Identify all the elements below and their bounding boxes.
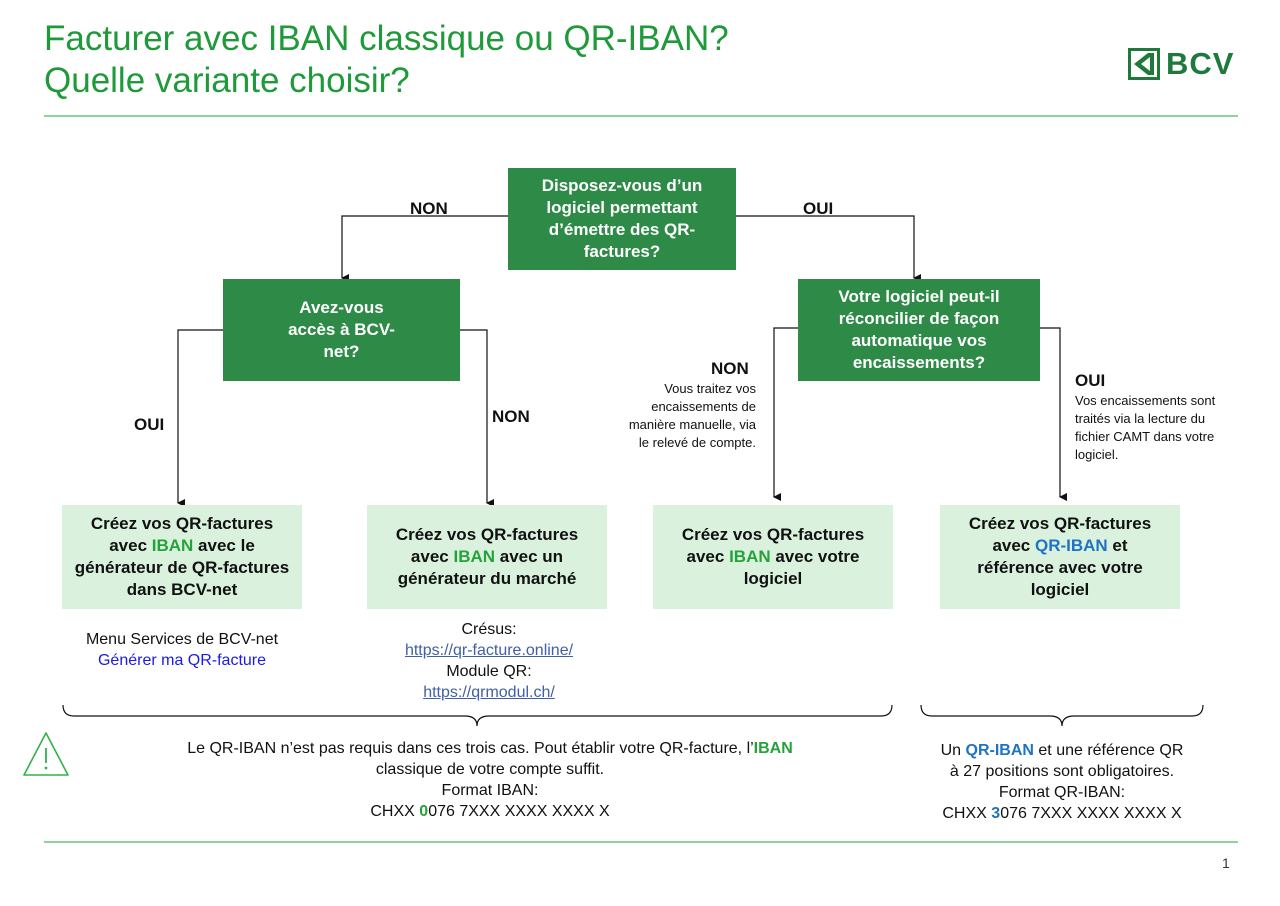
qrmodul-link[interactable]: https://qrmodul.ch/	[423, 684, 555, 701]
bcv-logo-text: BCV	[1166, 46, 1235, 81]
bcv-net-menu-text: Menu Services de BCV-net	[85, 631, 279, 648]
result-2-text-a: Créez vos QR-factures avec	[395, 525, 579, 566]
label-d1-yes: OUI	[803, 199, 834, 218]
result-own-software-qr-iban: Créez vos QR-factures avec QR-IBAN et ré…	[940, 505, 1180, 609]
title-line-2: Quelle variante choisir?	[44, 61, 410, 100]
decision-auto-reconcile-text: Votre logiciel peut-il réconcilier de fa…	[838, 287, 1000, 372]
qr-info-l1c: et une référence QR	[1033, 742, 1184, 759]
result-4-text-c: et référence avec votre logiciel	[977, 536, 1143, 599]
qr-info-qr-iban: QR-IBAN	[965, 742, 1034, 759]
result-4-qr-iban: QR-IBAN	[1034, 536, 1108, 555]
generate-qr-invoice-link[interactable]: Générer ma QR-facture	[97, 652, 267, 669]
result-1-text-a: Créez vos QR-factures avec	[90, 514, 274, 555]
label-d3-yes: OUI	[1075, 371, 1106, 390]
title-line-1: Facturer avec IBAN classique ou QR-IBAN?	[44, 19, 729, 58]
cresus-link[interactable]: https://qr-facture.online/	[404, 642, 574, 659]
result-3-text-a: Créez vos QR-factures avec	[681, 525, 865, 566]
result-1-text-c: avec le générateur de QR-factures dans B…	[74, 536, 290, 599]
module-qr-label: Module QR:	[446, 663, 532, 680]
header-divider	[44, 115, 1238, 117]
warning-icon	[23, 732, 69, 776]
label-d3-no: NON	[711, 359, 749, 378]
note-manual-processing: Vous traitez vos encaissements de manièr…	[628, 381, 756, 450]
decision-bcv-net-text: Avez-vous accès à BCV-net?	[288, 298, 395, 361]
cresus-label: Crésus:	[461, 621, 517, 638]
market-generators-info: Crésus: https://qr-facture.online/ Modul…	[357, 619, 621, 703]
decision-software: Disposez-vous d’un logiciel permettant d…	[508, 168, 736, 270]
qr-iban-format-value: CHXX 3076 7XXX XXXX XXXX X	[942, 805, 1182, 822]
decision-software-text: Disposez-vous d’un logiciel permettant d…	[541, 176, 703, 261]
iban-format-label: Format IBAN:	[441, 782, 539, 799]
decision-bcv-net-access: Avez-vous accès à BCV-net?	[223, 279, 460, 381]
qr-info-l1a: Un	[940, 742, 966, 759]
iban-not-required-info: Le QR-IBAN n’est pas requis dans ces tro…	[100, 738, 880, 822]
bcv-net-menu-info: Menu Services de BCV-net Générer ma QR-f…	[42, 629, 322, 671]
iban-info-line1a: Le QR-IBAN n’est pas requis dans ces tro…	[187, 740, 754, 757]
iban-info-iban: IBAN	[753, 740, 793, 757]
result-1-iban: IBAN	[151, 536, 194, 555]
result-market-generator: Créez vos QR-factures avec IBAN avec un …	[367, 505, 607, 609]
result-bcv-net-generator: Créez vos QR-factures avec IBAN avec le …	[62, 505, 302, 609]
result-3-iban: IBAN	[729, 547, 771, 566]
qr-info-l2: à 27 positions sont obligatoires.	[949, 763, 1175, 780]
label-d2-no: NON	[492, 407, 530, 426]
result-4-text-a: Créez vos QR-factures avec	[968, 514, 1152, 555]
iban-info-line2: classique de votre compte suffit.	[375, 761, 605, 778]
note-camt-processing: Vos encaissements sont traités via la le…	[1075, 393, 1216, 462]
result-own-software-iban: Créez vos QR-factures avec IBAN avec vot…	[653, 505, 893, 609]
result-3-text-c: avec votre logiciel	[743, 547, 860, 588]
iban-format-value: CHXX 0076 7XXX XXXX XXXX X	[370, 803, 610, 820]
result-2-text-c: avec un générateur du marché	[397, 547, 577, 588]
bcv-logo-mark-icon	[1128, 48, 1160, 80]
result-2-iban: IBAN	[453, 547, 496, 566]
bcv-logo: BCV	[1128, 46, 1234, 82]
page-title: Facturer avec IBAN classique ou QR-IBAN?…	[44, 18, 729, 102]
label-d2-yes: OUI	[134, 415, 165, 434]
footer-divider	[44, 841, 1238, 843]
label-d1-no: NON	[410, 199, 448, 218]
page-number: 1	[1222, 855, 1230, 871]
qr-iban-required-info: Un QR-IBAN et une référence QR à 27 posi…	[912, 740, 1212, 824]
decision-auto-reconcile: Votre logiciel peut-il réconcilier de fa…	[798, 279, 1040, 381]
qr-iban-format-label: Format QR-IBAN:	[998, 784, 1126, 801]
